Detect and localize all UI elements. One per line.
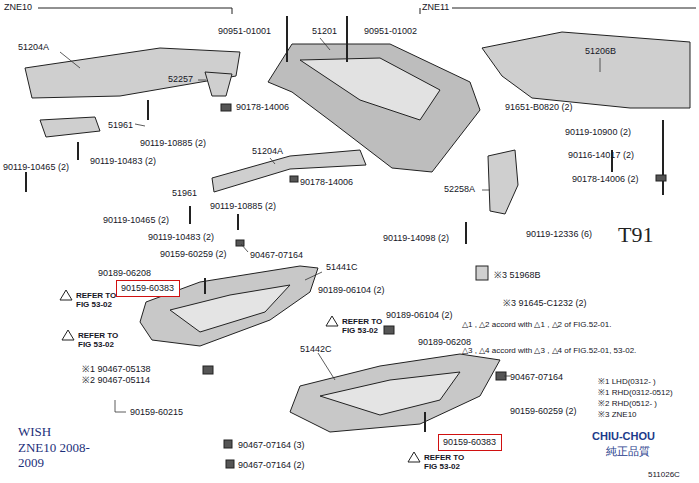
part-label: REFER TO FIG 53-02 [424,454,476,472]
part-label: 51961 [108,120,133,130]
part-label: 52258A [444,184,475,194]
part-label: 51441C [326,262,358,272]
part-label: 90119-10885 (2) [210,201,276,211]
part-label: 90119-12336 (6) [526,229,592,239]
part-label: 90119-10483 (2) [90,156,156,166]
part-label: WISH ZNE10 2008-2009 [18,424,90,471]
part-label: ※3 91645-C1232 (2) [503,298,587,308]
part-label: 51201 [312,26,337,36]
part-label: 90119-10465 (2) [3,162,69,172]
part-label: 90159-60259 (2) [160,249,227,259]
part-label: T91 [618,222,653,247]
part-number: 90159-60383 [121,283,175,293]
part-label: 90467-07164 [250,250,303,260]
part-label: ※1 LHD(0312- ) [598,377,656,386]
part-label: 51961 [172,188,197,198]
part-label: 51442C [300,344,332,354]
part-label: 90119-14098 (2) [383,233,449,243]
part-label: 90178-14006 (2) [572,174,639,184]
part-label: 90119-10885 (2) [140,138,206,148]
part-label: 90189-06104 (2) [318,285,385,295]
part-label: 90951-01002 [364,26,417,36]
part-label: 52257 [168,74,193,84]
part-label: 90951-01001 [218,26,271,36]
part-label: 90189-06104 (2) [386,310,453,320]
part-label: 90119-10465 (2) [103,215,169,225]
part-label: 51204A [252,146,283,156]
part-label: ※2 90467-05114 [82,375,150,385]
part-label: 51206B [585,46,616,56]
part-label: 90116-14017 (2) [568,150,634,160]
part-label: ※1 90467-05138 [82,364,151,374]
part-number: 90159-60383 [443,437,497,447]
part-label: △3 , △4 accord with △3 , △4 of FIG.52-01… [462,346,636,355]
part-label: ZNE10 [4,2,32,12]
part-label: 90178-14006 [236,102,289,112]
part-label: 90178-14006 [300,177,353,187]
callout-box: 90159-60383 [438,434,502,451]
part-label: ※3 51968B [494,270,541,280]
part-label: 90189-06208 [418,337,471,347]
part-label: 90119-10483 (2) [148,232,214,242]
part-label: REFER TO FIG 53-02 [342,318,394,336]
part-label: 純正品質 [606,446,650,459]
part-label: 90159-60215 [130,407,183,417]
part-label: 90119-10900 (2) [565,127,631,137]
part-label: REFER TO FIG 53-02 [78,332,130,350]
part-label: 90189-06208 [98,268,151,278]
part-label: 91651-B0820 (2) [505,102,573,112]
part-label: 511026C [648,470,680,479]
callout-box: 90159-60383 [116,280,180,297]
part-label: ※2 RHD(0512- ) [598,399,657,408]
part-label: 90467-07164 (2) [238,460,305,470]
part-label: ※1 RHD(0312-0512) [598,388,673,397]
part-label: ZNE11 [422,2,449,12]
part-label: ※3 ZNE10 [598,410,637,419]
part-label: 51204A [18,42,49,52]
part-label: 90159-60259 (2) [510,406,577,416]
part-label: 90467-07164 [510,372,563,382]
part-label: 90467-07164 (3) [238,440,305,450]
part-label: △1 , △2 accord with △1 , △2 of FIG.52-01… [462,320,611,329]
part-label: CHIU-CHOU [592,430,655,443]
